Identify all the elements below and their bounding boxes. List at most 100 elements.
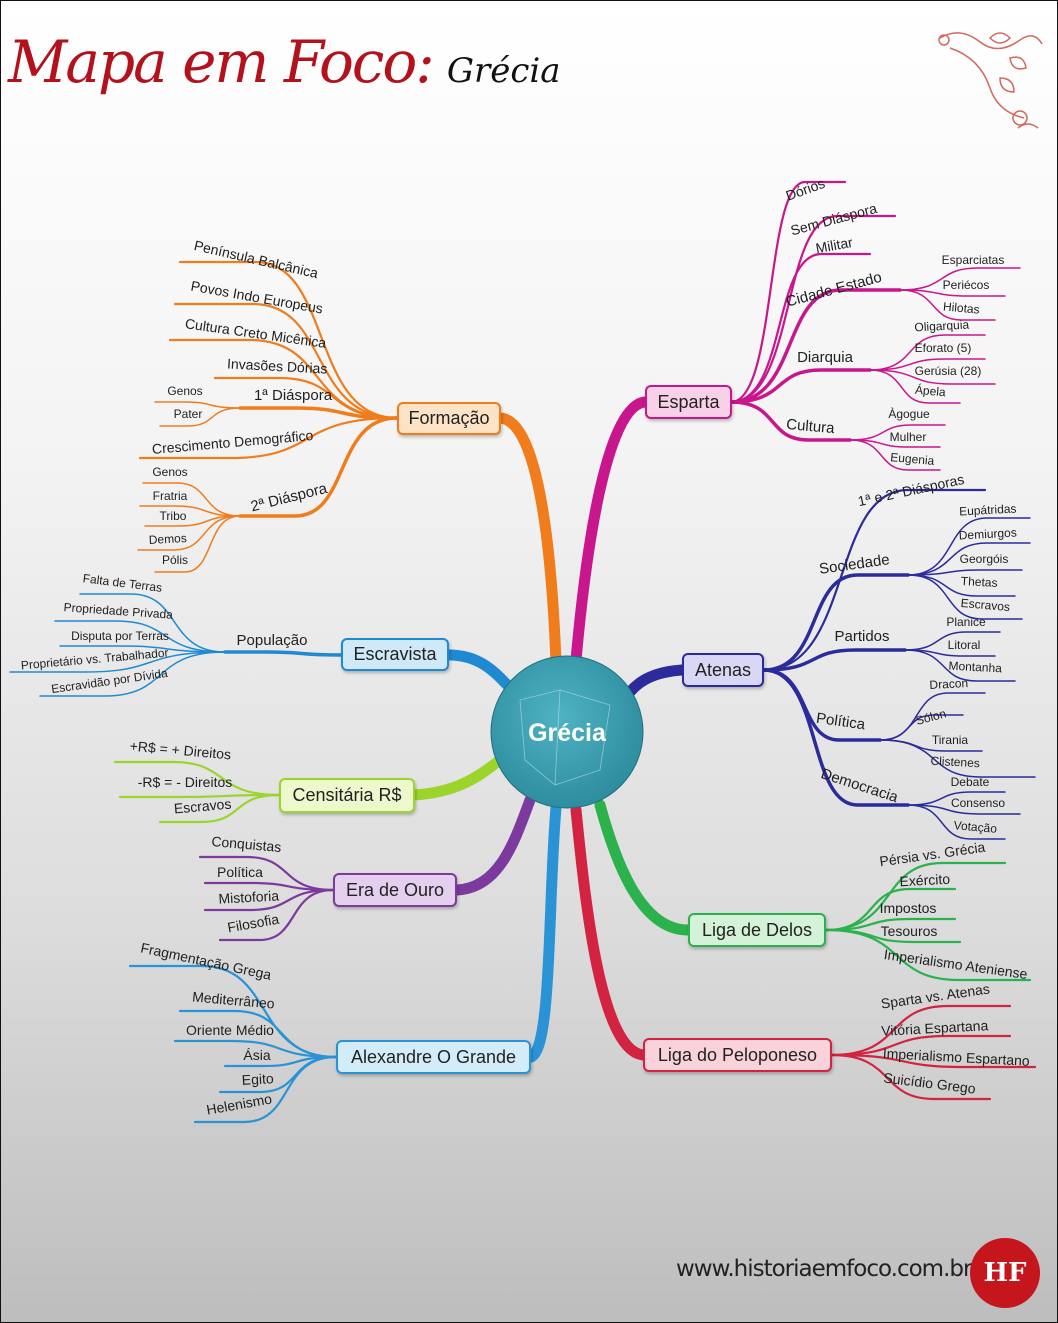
leaf-label[interactable]: Demiurgos [958, 525, 1017, 542]
leaf-label[interactable]: Debate [951, 775, 990, 789]
center-node[interactable] [490, 655, 644, 809]
leaf-label[interactable]: Àgogue [888, 406, 930, 421]
constellation-icon [519, 689, 611, 786]
branch-line [830, 1034, 1012, 1057]
subtopic-label[interactable]: População [237, 632, 308, 649]
leaf-label[interactable]: Oligarquia [914, 318, 970, 335]
leaf-label[interactable]: Península Balcânica [193, 237, 320, 281]
footer-url[interactable]: www.historiaemfoco.com.br [676, 1256, 972, 1282]
leaf-label[interactable]: Genos [167, 384, 202, 398]
branch-line [762, 488, 987, 672]
leaf-label[interactable]: Eforato (5) [915, 341, 972, 355]
leaf-label[interactable]: Mistoforia [218, 887, 280, 906]
branch-line [193, 1055, 338, 1124]
leaf-label[interactable]: Propriedade Privada [63, 600, 173, 622]
leaf-label[interactable]: Montanha [948, 659, 1002, 676]
logo-text: HF [983, 1258, 1027, 1288]
branch-line [869, 334, 986, 371]
topic-node[interactable]: Alexandre O Grande [336, 1040, 531, 1074]
leaf-label[interactable]: Suicídio Grego [883, 1069, 977, 1096]
leaf-label[interactable]: Fratria [153, 489, 188, 503]
leaf-label[interactable]: Sem Diáspora [789, 200, 879, 238]
leaf-label[interactable]: Militar [814, 234, 854, 256]
branch-line [904, 649, 1016, 682]
subtopic-label[interactable]: Partidos [834, 628, 889, 645]
leaf-label[interactable]: Fragmentação Grega [139, 939, 273, 982]
leaf-label[interactable]: Sólon [914, 706, 947, 727]
subtopic-label[interactable]: 1ª Diáspora [254, 387, 333, 404]
leaf-label[interactable]: Eugenia [890, 450, 935, 468]
topic-node[interactable]: Censitária R$ [279, 778, 415, 813]
topic-node[interactable]: Atenas [682, 653, 764, 687]
leaf-label[interactable]: Cultura Creto Micênica [184, 315, 327, 351]
leaf-label[interactable]: Filosofia [226, 911, 280, 936]
leaf-label[interactable]: Periécos [943, 278, 990, 292]
leaf-label[interactable]: Escravos [173, 796, 232, 817]
leaf-label[interactable]: Consenso [951, 796, 1005, 810]
leaf-label[interactable]: Falta de Terras [82, 571, 163, 595]
leaf-label[interactable]: Vitória Espartana [881, 1017, 989, 1039]
leaf-label[interactable]: Tesouros [881, 923, 938, 939]
leaf-label[interactable]: Litoral [948, 638, 981, 652]
leaf-label[interactable]: Mediterrâneo [192, 988, 276, 1011]
branch-line [218, 888, 335, 942]
subtopic-label[interactable]: Diarquia [797, 349, 854, 366]
topic-node[interactable]: Escravista [341, 638, 449, 671]
leaf-label[interactable]: Disputa por Terras [71, 629, 169, 643]
leaf-label[interactable]: Mulher [890, 430, 927, 444]
leaf-label[interactable]: Egito [241, 1070, 274, 1088]
branch-line [142, 482, 241, 517]
leaf-label[interactable]: Pater [174, 407, 203, 421]
leaf-label[interactable]: Conquistas [211, 833, 282, 855]
leaf-label[interactable]: Tirania [932, 733, 969, 747]
leaf-label[interactable]: Exército [899, 871, 951, 890]
topic-node[interactable]: Era de Ouro [333, 873, 457, 907]
leaf-label[interactable]: +R$ = + Direitos [129, 738, 232, 763]
leaf-label[interactable]: Imperialismo Ateniense [883, 946, 1029, 982]
leaf-label[interactable]: 1ª e 2ª Diásporas [856, 471, 965, 509]
leaf-label[interactable]: Ásia [243, 1047, 270, 1063]
title-topic: Grécia [446, 51, 561, 91]
leaf-label[interactable]: Ápela [914, 382, 946, 400]
topic-node[interactable]: Formação [397, 402, 501, 435]
topic-node[interactable]: Esparta [645, 385, 732, 419]
leaf-label[interactable]: Eupátridas [959, 502, 1017, 519]
topic-node[interactable]: Liga de Delos [688, 913, 826, 947]
subtopic-label[interactable]: Cultura [786, 416, 836, 437]
leaf-label[interactable]: Thetas [961, 574, 998, 590]
leaf-label[interactable]: Votação [953, 818, 998, 836]
branch-line [869, 369, 961, 404]
branch-line [824, 928, 1032, 982]
leaf-label[interactable]: Gerúsia (28) [915, 364, 982, 378]
leaf-label[interactable]: Oriente Médio [186, 1022, 274, 1038]
leaf-label[interactable]: Clistenes [930, 754, 980, 771]
topic-node[interactable]: Liga do Peloponeso [643, 1038, 832, 1072]
branch-line [113, 760, 281, 797]
subtopic-label[interactable]: Política [815, 710, 867, 734]
branch-line [39, 651, 226, 697]
leaf-label[interactable]: Genos [152, 465, 187, 479]
leaf-label[interactable]: Esparciatas [942, 253, 1005, 267]
leaf-label[interactable]: Imperialismo Espartano [882, 1045, 1030, 1069]
leaf-label[interactable]: Invasões Dórias [227, 355, 328, 376]
leaf-label[interactable]: Hilotas [942, 299, 980, 316]
leaf-label[interactable]: Escravos [960, 596, 1010, 614]
leaf-label[interactable]: Pérsia vs. Grécia [878, 839, 986, 870]
leaf-label[interactable]: Crescimento Demográfico [151, 427, 314, 457]
leaf-label[interactable]: Dórios [784, 175, 828, 204]
leaf-label[interactable]: Planice [946, 615, 986, 629]
leaf-label[interactable]: Helenismo [205, 1090, 273, 1117]
leaf-label[interactable]: -R$ = - Direitos [138, 774, 233, 790]
branch-line [899, 289, 1006, 297]
branch-line [899, 267, 1021, 291]
leaf-label[interactable]: Impostos [880, 900, 937, 916]
leaf-label[interactable]: Pólis [162, 553, 188, 567]
leaf-label[interactable]: Dracon [929, 676, 968, 692]
leaf-label[interactable]: Política [217, 864, 263, 880]
leaf-label[interactable]: Demos [148, 531, 187, 547]
leaf-label[interactable]: Tribo [160, 509, 187, 523]
branch-line [173, 1039, 338, 1059]
leaf-label[interactable]: Povos Indo Europeus [190, 278, 325, 317]
leaf-label[interactable]: Georgóis [960, 552, 1009, 566]
